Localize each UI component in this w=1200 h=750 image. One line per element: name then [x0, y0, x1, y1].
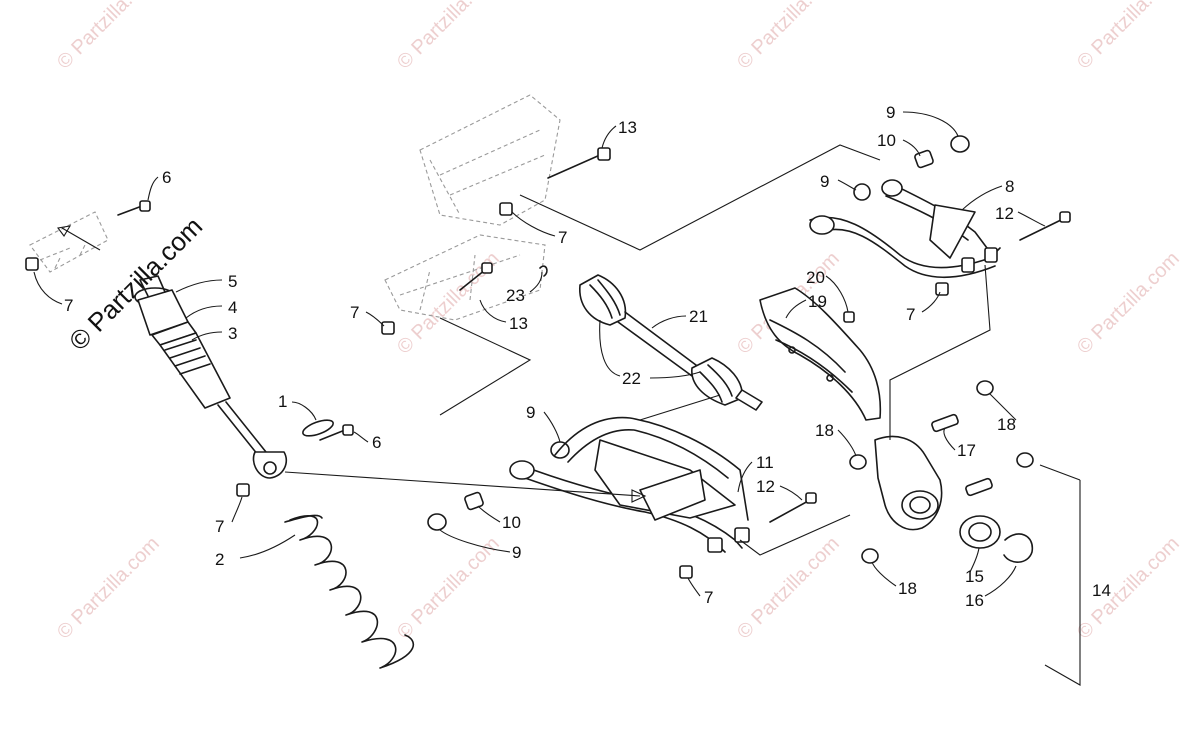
callout-7c: 7 — [350, 303, 359, 322]
watermark-text: © Partzilla.com — [1073, 248, 1184, 359]
shock-absorber — [134, 275, 288, 479]
callout-7a: 7 — [64, 296, 73, 315]
watermark-text: © Partzilla.com — [733, 533, 844, 644]
callout-6a: 6 — [162, 168, 171, 187]
watermark-text: © Partzilla.com — [53, 533, 164, 644]
callout-17: 17 — [957, 441, 976, 460]
frame-section — [29, 94, 561, 321]
watermark-text: © Partzilla.com — [53, 0, 164, 74]
callout-18c: 18 — [898, 579, 917, 598]
callout-11: 11 — [756, 453, 774, 472]
upper-a-arm — [809, 179, 1001, 279]
callout-9d: 9 — [512, 543, 521, 562]
callout-7b: 7 — [215, 517, 224, 536]
callout-7d: 7 — [558, 228, 567, 247]
callout-4: 4 — [228, 298, 237, 317]
callout-9c: 9 — [526, 403, 535, 422]
watermark-text: © Partzilla.com — [733, 0, 844, 74]
coil-spring — [284, 514, 414, 669]
callout-8: 8 — [1005, 177, 1014, 196]
callout-7e: 7 — [906, 305, 915, 324]
callout-2: 2 — [215, 550, 224, 569]
callout-13a: 13 — [618, 118, 637, 137]
leader-lines — [57, 144, 1081, 686]
watermark-text: © Partzilla.com — [393, 533, 504, 644]
callout-15: 15 — [965, 567, 984, 586]
callout-14: 14 — [1092, 581, 1111, 600]
callout-6b: 6 — [372, 433, 381, 452]
callout-19: 19 — [808, 292, 827, 311]
heat-shield — [759, 287, 882, 421]
callout-21: 21 — [689, 307, 708, 326]
callout-10b: 10 — [502, 513, 521, 532]
callout-12b: 12 — [756, 477, 775, 496]
callout-12a: 12 — [995, 204, 1014, 223]
callout-16: 16 — [965, 591, 984, 610]
callout-9b: 9 — [820, 172, 829, 191]
callout-9a: 9 — [886, 103, 895, 122]
callout-13b: 13 — [509, 314, 528, 333]
callout-1: 1 — [278, 392, 287, 411]
watermark-text: © Partzilla.com — [1073, 533, 1184, 644]
callouts: 1 2 3 4 5 6 6 7 7 7 7 7 7 — [33, 103, 1111, 610]
spindle-knuckle — [849, 380, 1034, 564]
lower-a-arm — [509, 416, 750, 553]
callout-10a: 10 — [877, 131, 896, 150]
callout-3: 3 — [228, 324, 237, 343]
callout-20: 20 — [806, 268, 825, 287]
callout-23: 23 — [506, 286, 525, 305]
callout-18b: 18 — [815, 421, 834, 440]
callout-7f: 7 — [704, 588, 713, 607]
callout-18a: 18 — [997, 415, 1016, 434]
callout-22: 22 — [622, 369, 641, 388]
watermark-text: © Partzilla.com — [1073, 0, 1184, 74]
callout-5: 5 — [228, 272, 237, 291]
watermark-text: © Partzilla.com — [393, 0, 504, 74]
drive-axle — [579, 274, 763, 411]
